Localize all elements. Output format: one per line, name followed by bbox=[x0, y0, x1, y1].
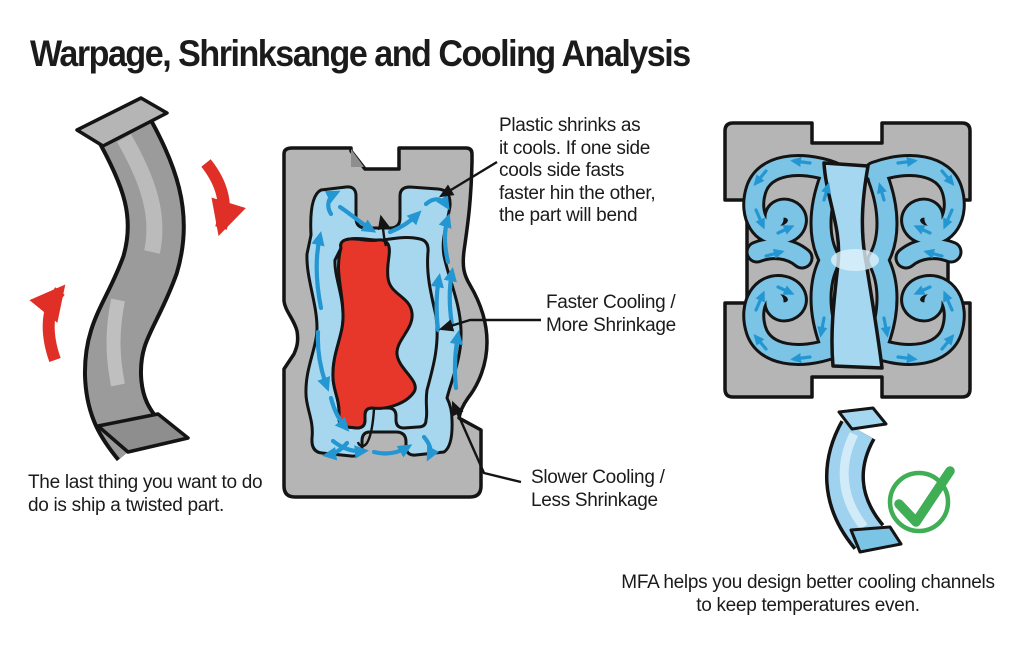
leader-slower-cooling bbox=[451, 400, 522, 484]
page-title: Warpage, Shrinksange and Cooling Analysi… bbox=[30, 33, 691, 74]
annotation-shrink-note: Plastic shrinks as it cools. If one side… bbox=[499, 115, 656, 226]
red-curved-arrow-down-icon bbox=[201, 159, 246, 237]
annotation-faster-cooling: Faster Cooling / More Shrinkage bbox=[546, 292, 676, 336]
mfa-caption: MFA helps you design better cooling chan… bbox=[621, 572, 995, 616]
optimized-mold bbox=[723, 121, 972, 399]
warped-part-illustration bbox=[29, 96, 246, 462]
green-checkmark-icon bbox=[887, 466, 955, 534]
coolant-flow-arrows bbox=[311, 190, 464, 462]
leader-shrink-note bbox=[438, 160, 498, 198]
cooled-part-illustration bbox=[825, 406, 903, 554]
optimized-flow-arrows bbox=[753, 156, 955, 364]
leader-faster-cooling bbox=[438, 318, 541, 332]
leader-lines bbox=[438, 160, 541, 484]
warped-part-caption: The last thing you want to do do is ship… bbox=[28, 472, 263, 516]
annotation-slower-cooling: Slower Cooling / Less Shrinkage bbox=[531, 467, 665, 511]
mold-cross-section bbox=[282, 146, 489, 499]
red-curved-arrow-up-icon bbox=[29, 284, 66, 363]
flow-centerline bbox=[356, 214, 390, 448]
hot-region bbox=[331, 237, 417, 430]
